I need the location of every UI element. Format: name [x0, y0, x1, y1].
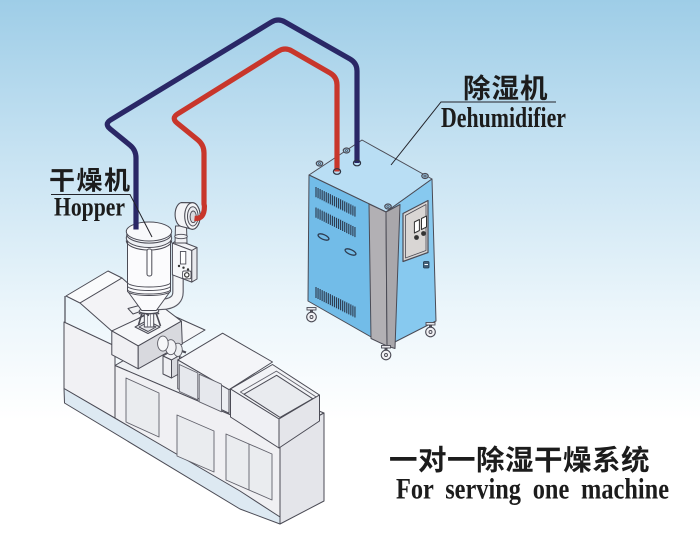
svg-text:Hopper: Hopper: [54, 193, 125, 222]
svg-text:Dehumidifier: Dehumidifier: [441, 102, 566, 134]
svg-text:For serving one machine: For serving one machine: [396, 473, 669, 506]
